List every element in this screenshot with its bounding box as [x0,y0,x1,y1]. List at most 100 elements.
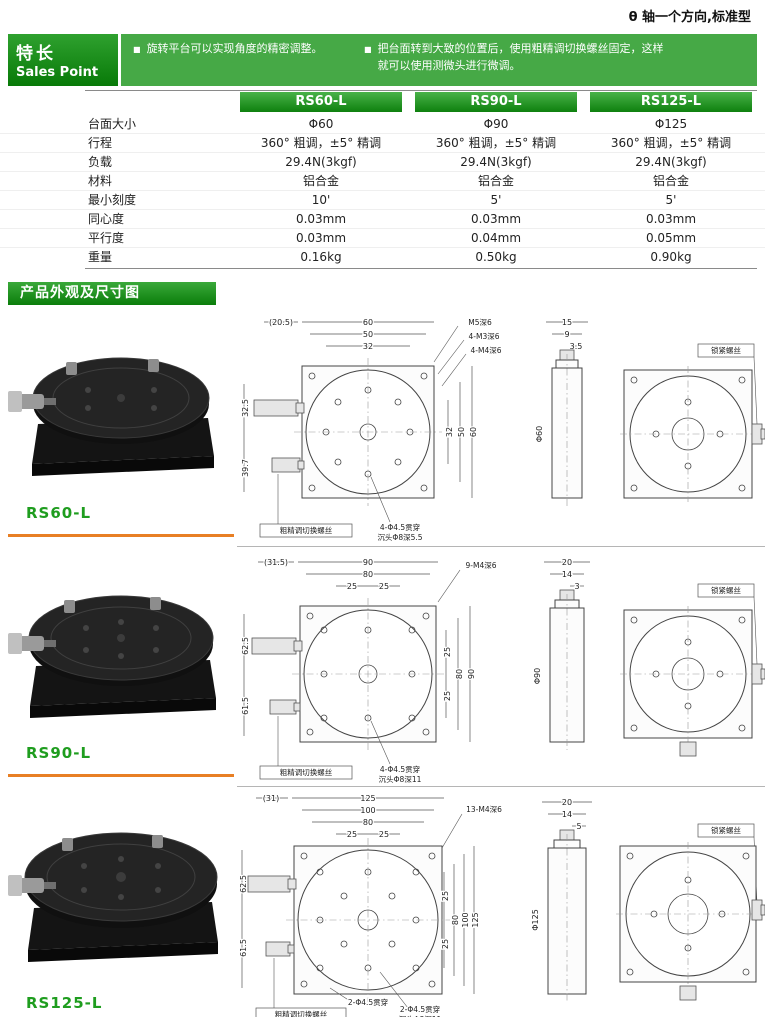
lock-screw-icon [751,663,763,685]
cell: 5' [490,193,502,207]
cell: 0.03mm [295,231,347,245]
top-knob [150,597,161,610]
top-knob [66,362,77,375]
svg-text:90: 90 [467,669,476,679]
sales-point-title-cn: 特长 [16,44,56,64]
cell: 0.50kg [475,250,517,264]
stage-body [294,358,442,506]
svg-text:粗精调切换螺丝: 粗精调切换螺丝 [275,1009,328,1017]
hole-callouts: 9-M4深6 [437,560,498,603]
table-row: 同心度 0.03mm 0.03mm 0.03mm [0,210,765,229]
right-dimensions: 25 25 80 100 125 [440,846,481,994]
svg-text:锁紧螺丝: 锁紧螺丝 [711,345,741,355]
svg-text:25: 25 [441,939,450,949]
svg-text:32: 32 [363,342,373,351]
front-view-drawing-rs90: (31.5) 90 80 25 25 9-M4深6 [240,557,498,785]
svg-text:(20.5): (20.5) [269,318,293,327]
svg-text:100: 100 [360,806,375,815]
sales-point-title-box: 特长 Sales Point [8,34,118,86]
product-name-rs60: RS60-L [26,504,92,522]
orange-divider [8,534,234,537]
cell: 0.03mm [470,212,522,226]
product-block-rs60: RS60-L (20.5) 60 50 32 M5深6 4-M3深6 4-M4深… [0,308,765,546]
product-name-rs125: RS125-L [26,994,103,1012]
cell: Φ60 [308,117,334,131]
svg-text:100: 100 [461,912,470,927]
svg-text:20: 20 [562,798,572,807]
section-title-bar: 产品外观及尺寸图 [8,282,216,305]
svg-text:Φ125: Φ125 [531,909,540,931]
svg-text:13-M4深6: 13-M4深6 [466,805,502,814]
front-view-drawing-rs60: (20.5) 60 50 32 M5深6 4-M3深6 4-M4深6 [240,317,503,544]
right-dimensions: 25 25 80 90 [442,606,477,742]
top-dimensions: (31.5) 90 80 25 25 [258,557,438,592]
spec-table: RS60-L RS90-L RS125-L 台面大小 Φ60 Φ90 Φ125 … [0,90,765,270]
svg-text:25: 25 [443,691,452,701]
svg-text:32.5: 32.5 [241,399,250,417]
row-label: 最小刻度 [88,193,137,207]
top-knob [64,600,75,613]
cell: 0.16kg [300,250,342,264]
cell: 5' [665,193,677,207]
cell: 0.04mm [470,231,522,245]
cell: 铝合金 [652,174,689,188]
svg-text:61.5: 61.5 [239,939,248,957]
lock-screw-icon [751,899,763,921]
top-knob [152,835,163,848]
svg-text:(31): (31) [263,794,279,803]
drawing-row-separator [237,546,765,547]
right-dimensions: 32 50 60 [444,366,479,498]
side-view-drawing-rs90: 20 14 3 Φ90 [532,557,590,750]
top-knob [62,838,73,851]
svg-text:粗精调切换螺丝: 粗精调切换螺丝 [280,767,333,777]
svg-text:5: 5 [576,822,581,831]
product-name-rs90: RS90-L [26,744,92,762]
svg-text:9-M4深6: 9-M4深6 [466,561,497,570]
table-bottom-rule [85,268,757,269]
cell: 0.90kg [650,250,692,264]
micrometer-icon [251,637,303,715]
spec-col-header-rs60: RS60-L [240,92,402,112]
cell: 360° 粗调，±5° 精调 [260,136,382,150]
svg-text:39.7: 39.7 [241,459,250,477]
bottom-callouts: 粗精调切换螺丝 4-Φ4.5贯穿 沉头Φ8深5.5 [259,474,424,543]
svg-text:80: 80 [455,669,464,679]
left-dimensions: 62.5 61.5 [240,614,251,736]
svg-text:25: 25 [379,830,389,839]
svg-text:锁紧螺丝: 锁紧螺丝 [711,585,741,595]
rear-view-drawing-rs60: 锁紧螺丝 [620,343,765,502]
top-dimensions: (20.5) 60 50 32 [264,317,434,352]
table-row: 负载 29.4N(3kgf) 29.4N(3kgf) 29.4N(3kgf) [0,153,765,172]
svg-text:2-Φ4.5贯穿: 2-Φ4.5贯穿 [400,1004,440,1014]
svg-text:125: 125 [471,912,480,927]
svg-text:(31.5): (31.5) [264,558,288,567]
page-type-label: θ 轴一个方向,标准型 [628,10,751,25]
table-row: 重量 0.16kg 0.50kg 0.90kg [0,248,765,267]
svg-text:25: 25 [443,647,452,657]
row-label: 负载 [88,155,113,169]
svg-text:50: 50 [363,330,373,339]
svg-text:14: 14 [562,810,572,819]
rear-view-drawing-rs125: 锁紧螺丝 [616,823,765,1001]
svg-text:粗精调切换螺丝: 粗精调切换螺丝 [280,525,333,535]
bottom-callouts: 粗精调切换螺丝 2-Φ4.5贯穿 2-Φ4.5贯穿 沉头Φ8深11 [255,958,443,1017]
cell: 10' [311,193,331,207]
sales-point-bullet-2: ■ 把台面转到大致的位置后，使用粗精调切换螺丝固定，这样就可以使用测微头进行微调… [364,41,664,79]
sales-point-title-en: Sales Point [16,65,99,80]
svg-text:沉头Φ8深11: 沉头Φ8深11 [379,774,422,784]
spec-col-header-rs90: RS90-L [415,92,577,112]
cell: Φ125 [654,117,688,131]
cell: 铝合金 [302,174,339,188]
svg-text:15: 15 [562,318,572,327]
product-photo-rs125 [8,804,230,976]
svg-text:61.5: 61.5 [241,697,250,715]
left-dimensions: 32.5 39.7 [240,384,251,492]
bullet-square-icon: ■ [133,45,141,54]
bullet-text: 旋转平台可以实现角度的精密调整。 [146,42,323,55]
product-block-rs125: RS125-L (31) 125 100 80 25 25 13-M4深6 [0,788,765,1017]
front-view-drawing-rs125: (31) 125 100 80 25 25 13-M4深6 [238,793,503,1017]
table-row: 最小刻度 10' 5' 5' [0,191,765,210]
table-row: 台面大小 Φ60 Φ90 Φ125 [0,115,765,134]
svg-text:沉头Φ8深5.5: 沉头Φ8深5.5 [377,532,422,542]
micrometer-icon [247,875,297,957]
